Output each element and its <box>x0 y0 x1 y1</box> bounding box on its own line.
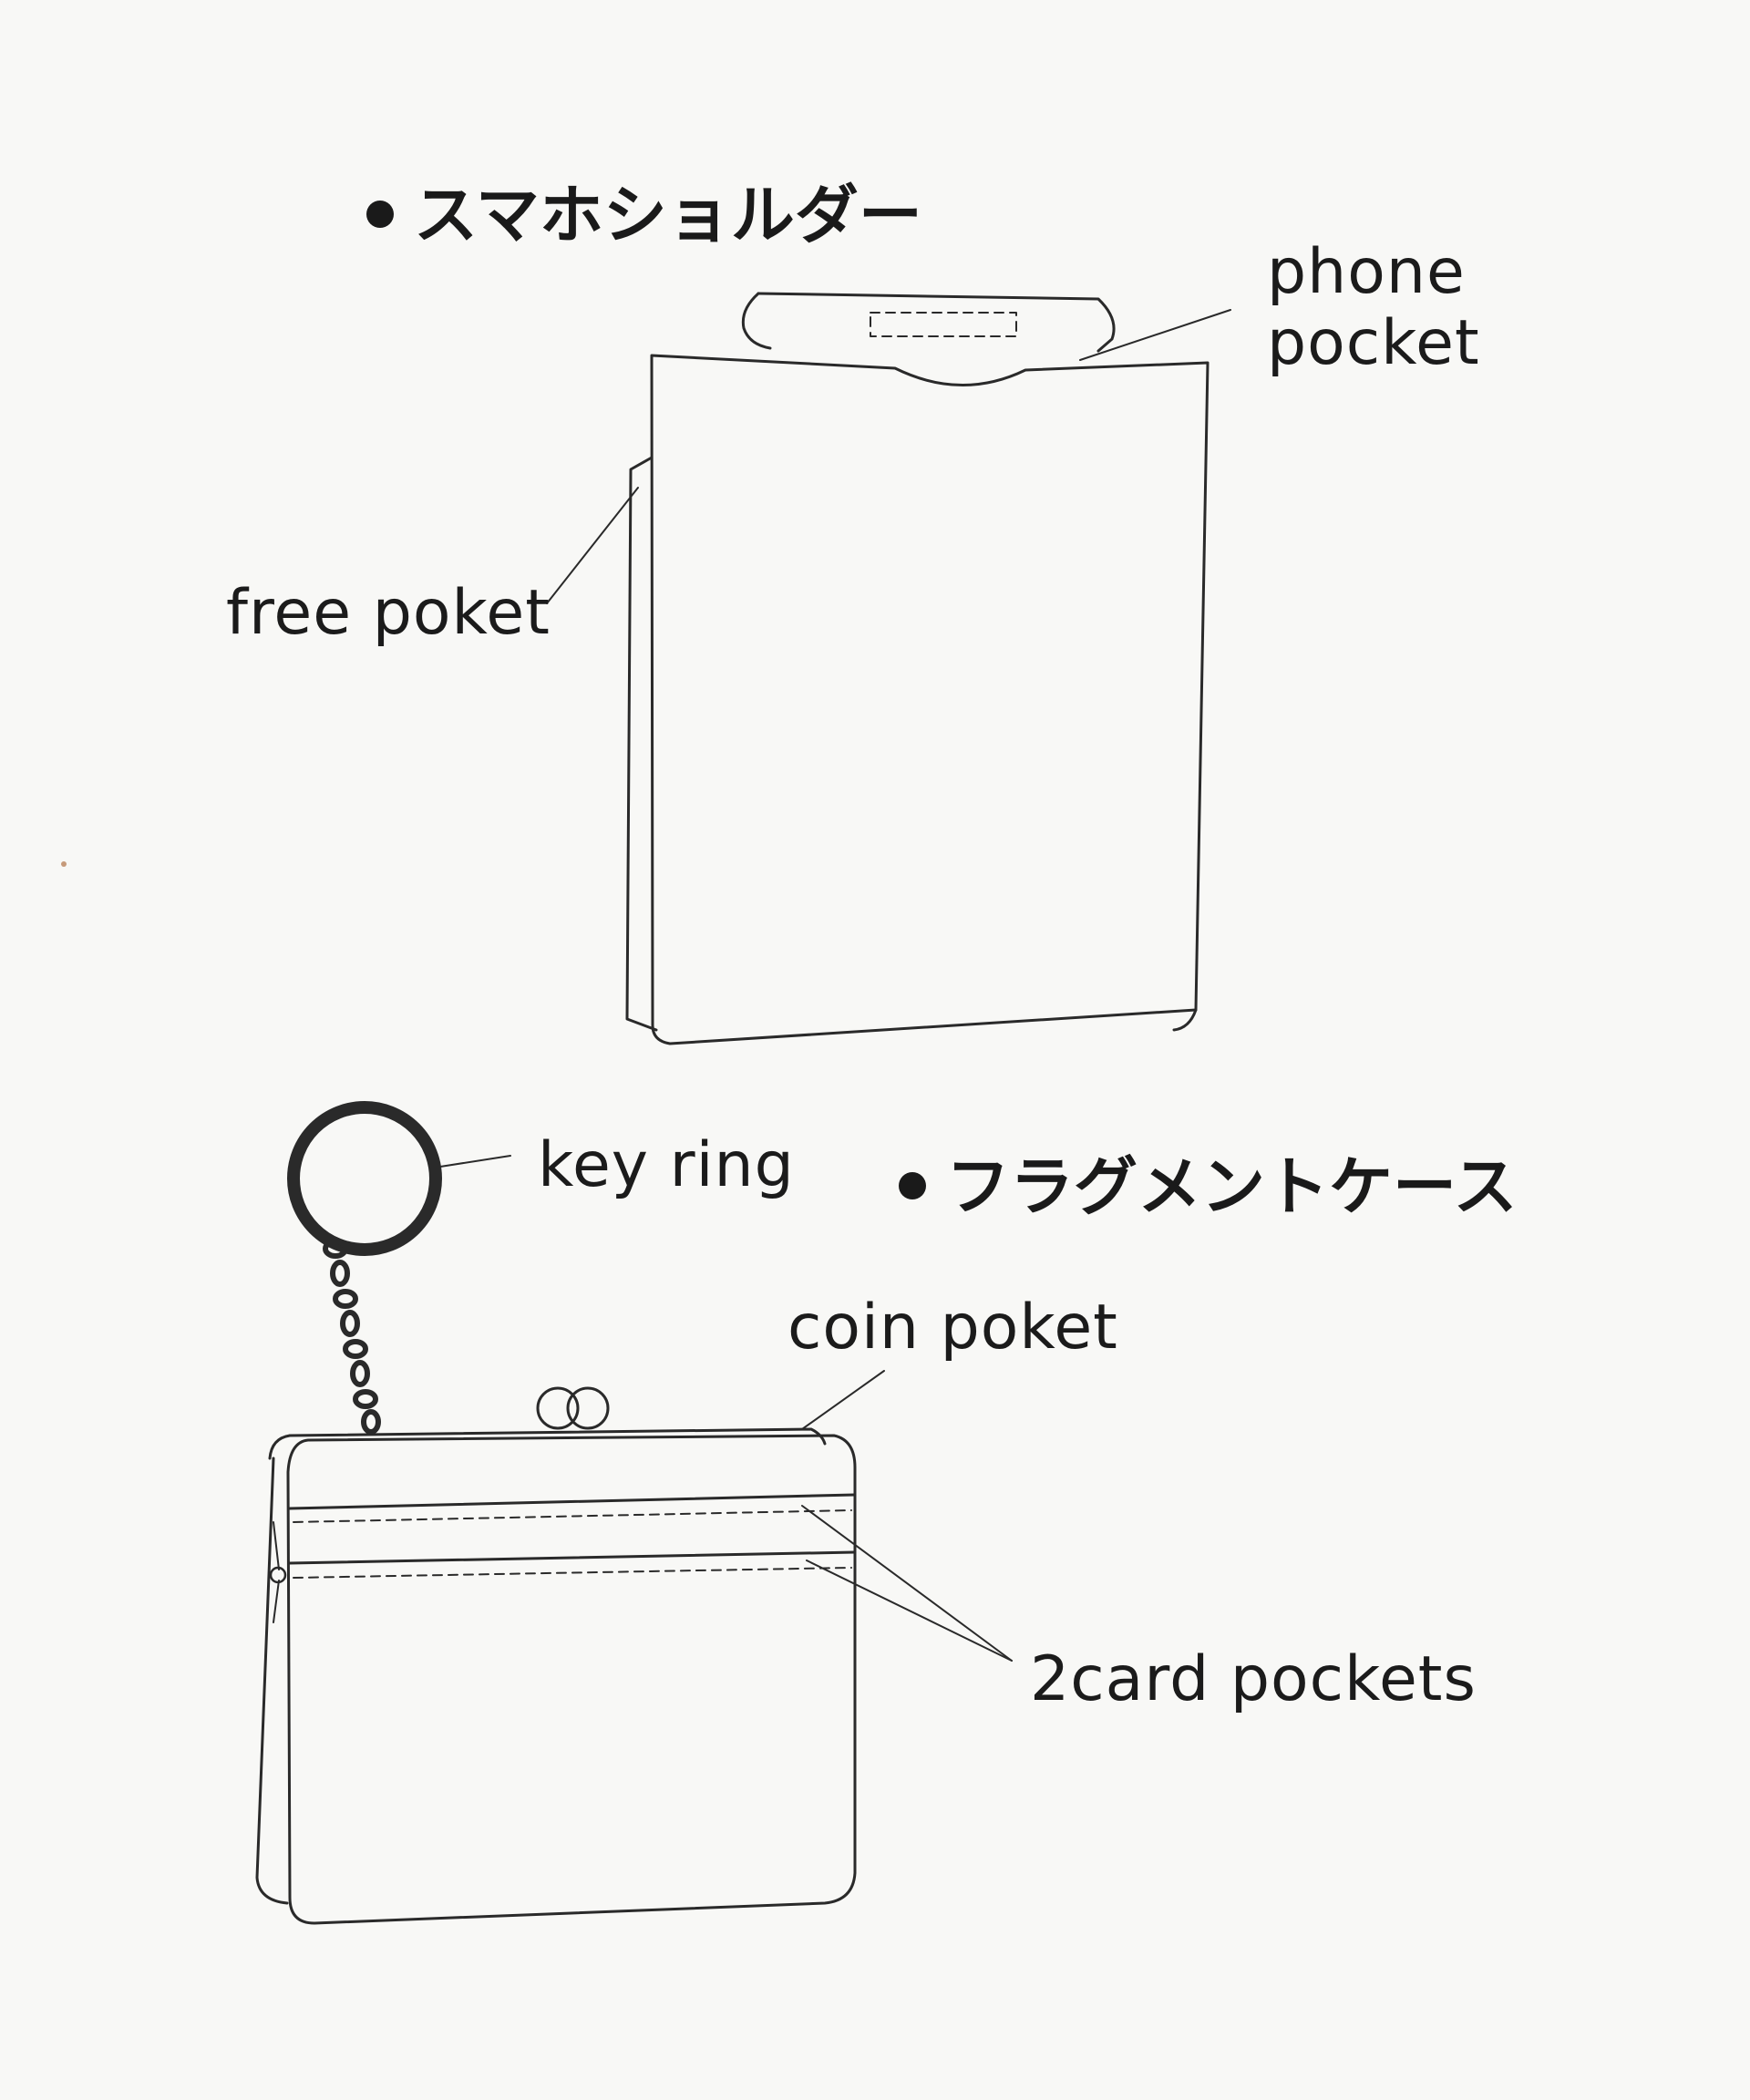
fragment-case <box>255 1101 1013 1925</box>
card-pocket-1 <box>288 1493 857 1510</box>
phone-pocket-insert <box>757 292 1116 353</box>
key-ring-chain <box>323 1239 381 1435</box>
title-phone-shoulder-text: スマホショルダー <box>414 178 922 252</box>
fragment-case-front <box>286 1434 857 1925</box>
shoulder-bag-front <box>650 354 1210 1045</box>
clasp-knob-right <box>566 1386 610 1430</box>
fragment-back-panel <box>255 1457 289 1905</box>
label-phone-pocket-line-1: phone <box>1267 236 1466 308</box>
free-pocket-panel <box>625 456 658 1032</box>
label-card-pockets: 2card pockets <box>1030 1643 1477 1715</box>
key-ring-leader <box>439 1155 511 1168</box>
phone-pocket-stitch <box>870 312 1017 337</box>
phone-pocket-leader <box>1079 309 1231 361</box>
label-coin-pocket: coin poket <box>788 1292 1118 1364</box>
clasp-knob-left <box>536 1386 580 1430</box>
label-key-ring: key ring <box>538 1129 795 1201</box>
phone-shoulder-bag <box>546 292 1231 1045</box>
free-pocket-leader <box>546 487 639 604</box>
card-pockets-leader-1 <box>801 1505 1013 1662</box>
card-pockets-leader-2 <box>806 1560 1013 1662</box>
bullet-dot <box>366 200 394 228</box>
title-fragment-case: フラグメントケース <box>899 1150 1518 1223</box>
card-pocket-2 <box>288 1550 857 1565</box>
label-phone-pocket-line-2: pocket <box>1267 307 1480 379</box>
label-phone-pocket: phone pocket <box>1267 237 1480 379</box>
label-free-pocket: free poket <box>226 577 551 649</box>
title-fragment-case-text: フラグメントケース <box>946 1149 1518 1224</box>
title-phone-shoulder: スマホショルダー <box>366 179 922 252</box>
coin-pocket-leader <box>801 1370 885 1430</box>
bullet-dot <box>899 1171 926 1199</box>
key-ring-circle <box>287 1101 442 1256</box>
